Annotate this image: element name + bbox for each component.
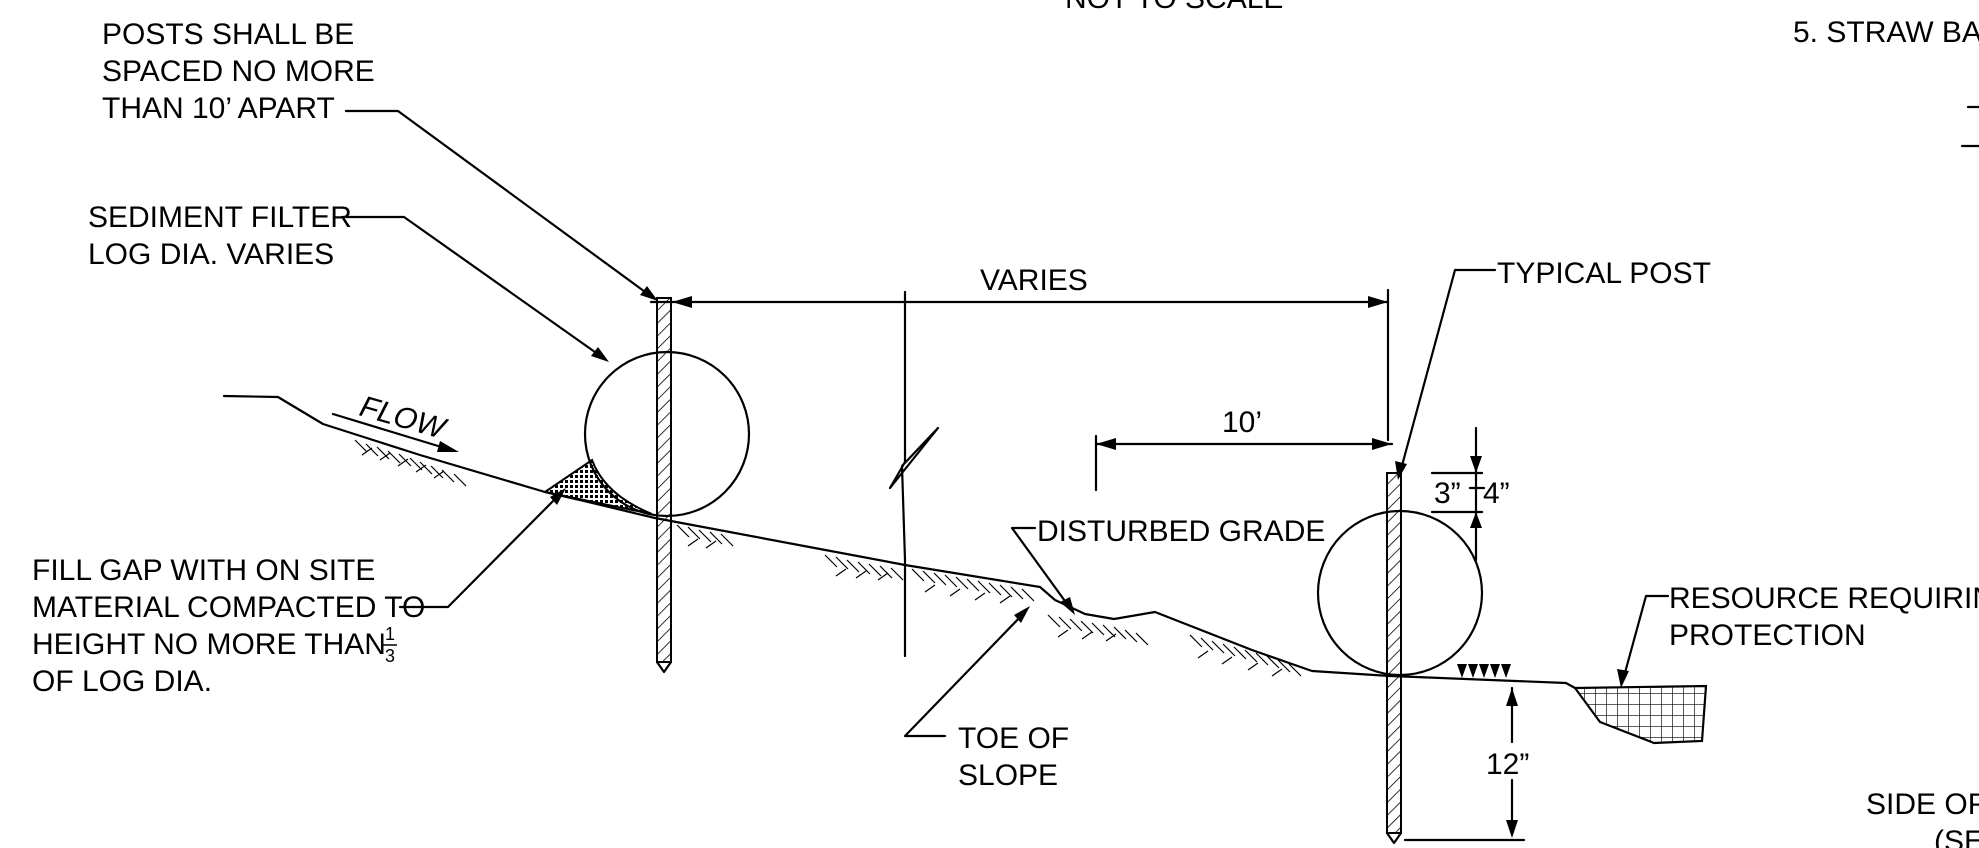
resource-line-1: RESOURCE REQUIRING [1669,582,1979,615]
fill-gap-note: FILL GAP WITH ON SITE MATERIAL COMPACTED… [32,554,425,698]
typical-post-leader [1398,268,1497,475]
disturbed-grade-leader [1010,526,1072,610]
sediment-leader [340,215,604,359]
right-post-tip [1385,831,1403,845]
se-note: (SE [1934,825,1979,848]
posts-note-line-1: POSTS SHALL BE [102,18,354,51]
sediment-note-line-2: LOG DIA. VARIES [88,238,334,271]
fill-gap-leader [398,492,562,609]
fraction-numerator: 1 [385,624,395,644]
posts-leader [344,109,654,299]
left-post[interactable] [656,297,672,663]
fill-gap-line-1: FILL GAP WITH ON SITE [32,554,375,587]
varies-dimension [649,288,1390,442]
typical-post-label: TYPICAL POST [1497,257,1711,290]
three-four-inch-dimension [1430,426,1486,562]
fraction-denominator: 3 [385,646,395,666]
not-to-scale-note: NOT TO SCALE [1065,0,1283,15]
ground-hatching [354,439,1302,677]
three-inch-label: 3” [1434,477,1461,510]
flow-arrow [331,412,459,452]
ten-foot-label: 10’ [1222,406,1262,439]
four-inch-label: 4” [1483,477,1510,510]
toe-line-1: TOE OF [958,722,1069,755]
resource-leader [1621,594,1670,682]
resource-protection-area [1572,684,1708,745]
disturbed-grade-label: DISTURBED GRADE [1037,515,1325,548]
resource-line-2: PROTECTION [1669,619,1866,652]
ten-foot-dimension [1094,434,1394,492]
toe-line-2: SLOPE [958,759,1058,792]
toe-of-slope-leader [903,610,1027,738]
twelve-inch-dimension [1403,686,1526,842]
left-post-tip [655,660,673,674]
right-post[interactable] [1386,472,1402,834]
note-five-straw-bales: 5. STRAW BA [1793,16,1979,49]
fill-gap-line-4: OF LOG DIA. [32,665,212,698]
resource-note: RESOURCE REQUIRING PROTECTION [1669,582,1979,652]
posts-note-line-2: SPACED NO MORE [102,55,375,88]
sediment-filter-note: SEDIMENT FILTER LOG DIA. VARIES [88,201,352,271]
break-line [888,290,940,658]
fill-gap-line-3: HEIGHT NO MORE THAN [32,628,386,661]
varies-label: VARIES [980,264,1088,297]
toe-of-slope-note: TOE OF SLOPE [958,722,1069,792]
side-of-note: SIDE OF [1866,788,1979,821]
vegetation-symbol [1457,664,1511,678]
twelve-inch-label: 12” [1486,748,1529,781]
fill-gap-material [542,458,653,515]
flow-label: FLOW [356,390,451,446]
ground-line [222,394,1577,690]
sediment-note-line-1: SEDIMENT FILTER [88,201,352,234]
posts-note-line-3: THAN 10’ APART [102,92,335,125]
posts-spacing-note: POSTS SHALL BE SPACED NO MORE THAN 10’ A… [102,18,375,125]
fill-gap-line-2: MATERIAL COMPACTED TO [32,591,425,624]
